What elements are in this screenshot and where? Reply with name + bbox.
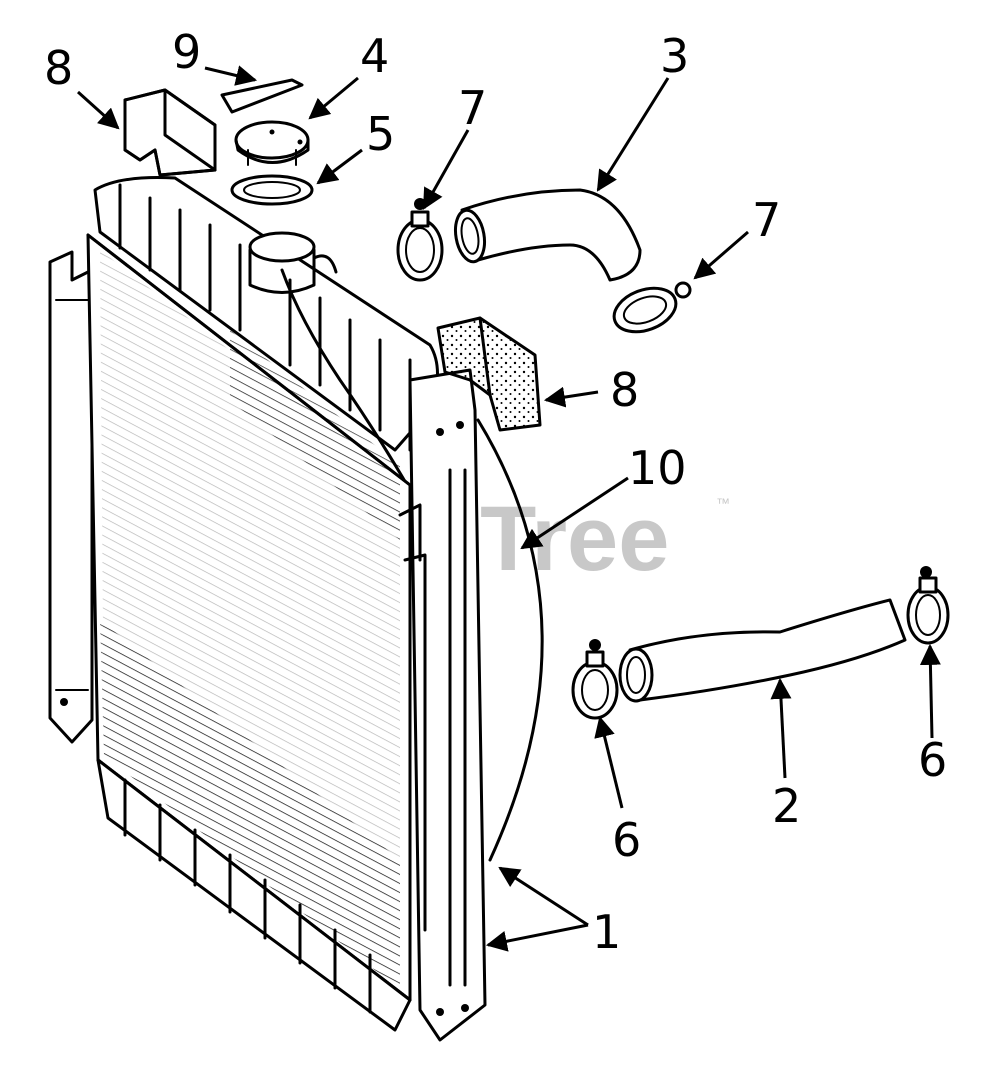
seal-top-left — [123, 88, 217, 177]
callout-2: 2 — [772, 779, 801, 833]
hose-clamp-upper-left — [396, 198, 444, 282]
callout-3: 3 — [660, 29, 689, 83]
watermark-trademark: ™ — [716, 495, 730, 511]
callout-6-left: 6 — [612, 813, 641, 867]
callout-6-right: 6 — [918, 733, 947, 787]
lower-hose — [618, 598, 907, 703]
callout-4: 4 — [360, 29, 389, 83]
cap-gasket — [230, 174, 314, 206]
callout-8-top: 8 — [44, 41, 73, 95]
hose-clamp-lower-left — [571, 639, 619, 720]
bottom-tank — [96, 758, 412, 1032]
seal-strip — [220, 78, 304, 114]
hose-clamp-lower-right — [906, 566, 950, 645]
top-tank — [93, 176, 439, 452]
callout-9: 9 — [172, 25, 201, 79]
callout-8-right: 8 — [610, 363, 639, 417]
fan-shroud-edge — [476, 418, 544, 862]
callout-10: 10 — [628, 441, 687, 495]
seal-right — [436, 316, 542, 432]
upper-hose — [453, 188, 642, 282]
radiator-assembly — [48, 176, 487, 1042]
callout-7-right: 7 — [752, 193, 781, 247]
right-side-bracket — [408, 368, 487, 1042]
filler-neck — [248, 231, 412, 492]
left-side-bracket — [48, 250, 94, 744]
callout-labels: 8 9 4 5 7 3 7 8 10 6 2 6 1 — [44, 25, 947, 959]
leader-lines — [76, 65, 941, 952]
callout-1: 1 — [592, 905, 621, 959]
radiator-cap — [234, 120, 310, 166]
callout-7-left: 7 — [458, 81, 487, 135]
hose-clamp-upper-right — [612, 281, 692, 334]
callout-5: 5 — [366, 107, 395, 161]
